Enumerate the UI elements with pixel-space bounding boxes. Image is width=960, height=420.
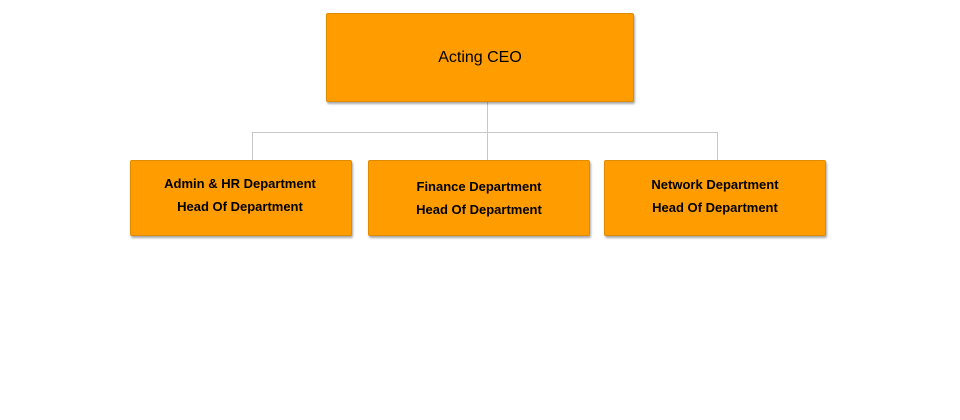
node-admin-hr-department[interactable]: Admin & HR Department Head Of Department [130, 160, 352, 236]
node-acting-ceo-title: Acting CEO [438, 48, 522, 66]
connector-horizontal-bar [252, 132, 718, 133]
node-finance-department-name: Finance Department [416, 179, 542, 194]
connector-drop-admin [252, 132, 253, 160]
node-acting-ceo[interactable]: Acting CEO [326, 13, 634, 102]
node-network-department[interactable]: Network Department Head Of Department [604, 160, 826, 236]
node-finance-department-role: Head Of Department [416, 202, 542, 217]
connector-drop-network [717, 132, 718, 160]
node-admin-hr-department-name: Admin & HR Department [164, 176, 316, 191]
node-finance-department[interactable]: Finance Department Head Of Department [368, 160, 590, 236]
connector-root-stem [487, 102, 488, 133]
node-admin-hr-department-role: Head Of Department [177, 199, 303, 214]
connector-drop-finance [487, 132, 488, 160]
node-network-department-name: Network Department [651, 177, 779, 192]
node-network-department-role: Head Of Department [652, 200, 778, 215]
